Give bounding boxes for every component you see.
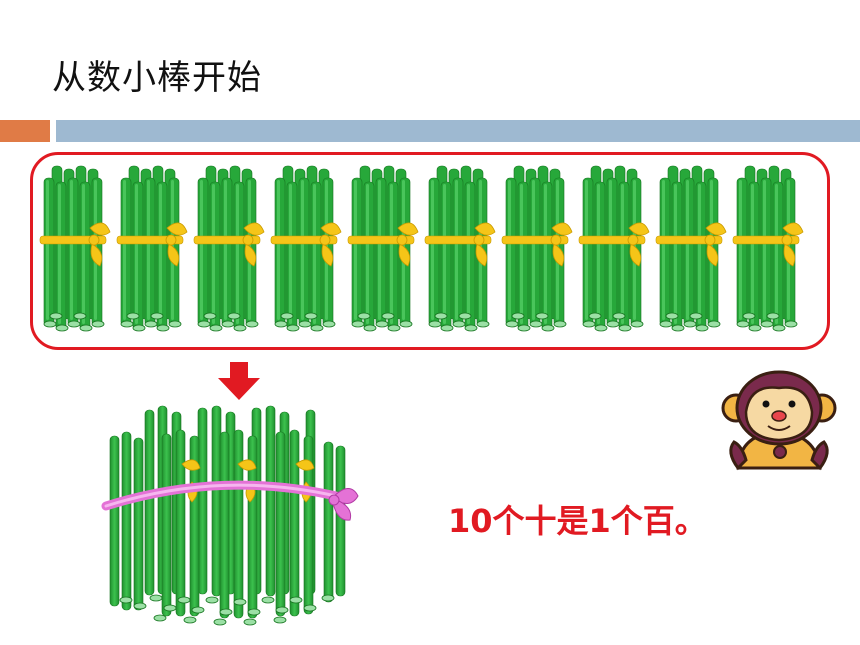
hundred-statement: 10个十是1个百。	[448, 502, 707, 540]
accent-bar-blue	[56, 120, 860, 142]
down-arrow-icon	[218, 362, 260, 400]
stick-bundle-icon	[193, 165, 265, 332]
monkey-mascot-icon	[721, 370, 837, 471]
stick-bundle-icon	[424, 165, 496, 332]
stick-bundle-icon	[732, 165, 804, 332]
stick-bundle-icon	[655, 165, 727, 332]
stick-bundle-icon	[578, 165, 650, 332]
stick-bundle-icon	[501, 165, 573, 332]
accent-bar-orange	[0, 120, 50, 142]
stick-bundle-icon	[347, 165, 419, 332]
bundle-row	[34, 160, 824, 340]
stick-bundle-icon	[39, 165, 111, 332]
stick-bundle-icon	[270, 165, 342, 332]
stick-bundle-icon	[116, 165, 188, 332]
hundred-bundle-icon	[101, 405, 359, 626]
bundles-frame	[30, 152, 830, 350]
slide-title: 从数小棒开始	[52, 58, 262, 98]
